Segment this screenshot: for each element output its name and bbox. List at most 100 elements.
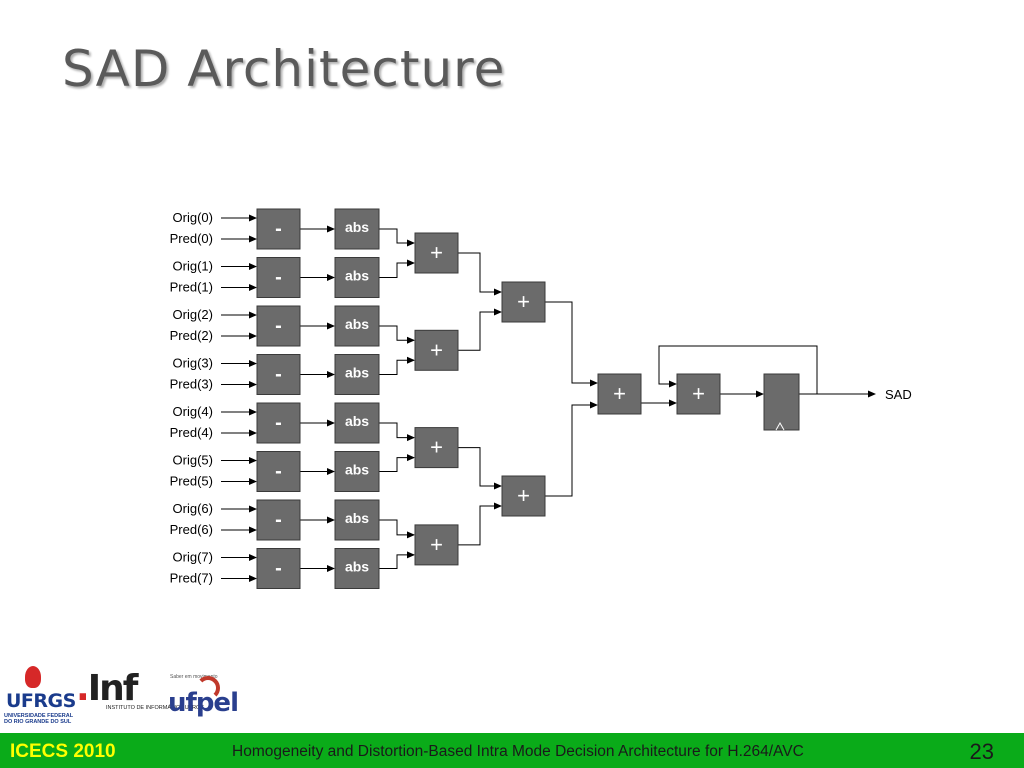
pred-input-label: Pred(4): [170, 425, 213, 440]
abs-block: [334, 208, 380, 250]
page-number: 23: [969, 739, 994, 764]
adder-level3-label: +: [613, 381, 626, 406]
subtractor-label: -: [275, 267, 282, 289]
institution-logos: UFRGS UNIVERSIDADE FEDERAL DO RIO GRANDE…: [0, 660, 240, 730]
pred-input-label: Pred(5): [170, 474, 213, 489]
adder-level1-block: [414, 427, 459, 469]
subtractor-block: [256, 208, 301, 250]
abs-to-adder-arrow: [379, 454, 415, 472]
abs-to-adder-arrow: [379, 519, 415, 539]
paper-title: Homogeneity and Distortion-Based Intra M…: [232, 743, 804, 760]
subtractor-block: [256, 354, 301, 395]
blocks: [256, 208, 800, 589]
abs-block: [334, 257, 380, 298]
ufrgs-subtitle: UNIVERSIDADE FEDERAL DO RIO GRANDE DO SU…: [4, 713, 73, 725]
adder-level3-block: [597, 373, 642, 415]
accumulator-adder-label: +: [692, 381, 705, 406]
abs-label: abs: [345, 559, 369, 575]
adder-to-adder-arrow: [545, 301, 598, 387]
adder-to-adder-arrow: [545, 401, 598, 497]
abs-to-adder-arrow: [379, 422, 415, 442]
abs-to-adder-arrow: [379, 325, 415, 344]
adder-level1-block: [414, 329, 459, 371]
clock-input-icon: [775, 421, 785, 431]
ufrgs-flame-icon: [25, 666, 41, 688]
adder-level2-block: [501, 281, 546, 323]
adder-level2-label: +: [517, 483, 530, 508]
subtractor-label: -: [275, 315, 282, 337]
orig-input-label: Orig(3): [173, 356, 213, 371]
orig-input-label: Orig(0): [173, 210, 213, 225]
orig-input-label: Orig(1): [173, 259, 213, 274]
labels: Orig(0)Pred(0)-absOrig(1)Pred(1)-absOrig…: [170, 210, 912, 586]
adder-to-adder-arrow: [458, 252, 502, 296]
sad-architecture-diagram: Orig(0)Pred(0)-absOrig(1)Pred(1)-absOrig…: [170, 208, 912, 589]
abs-label: abs: [345, 316, 369, 332]
abs-block: [334, 305, 380, 347]
abs-to-adder-arrow: [379, 259, 415, 278]
orig-input-label: Orig(5): [173, 453, 213, 468]
pred-input-label: Pred(6): [170, 522, 213, 537]
subtractor-label: -: [275, 364, 282, 386]
adder-to-adder-arrow: [458, 308, 502, 351]
slide-title: SAD Architecture: [62, 40, 506, 98]
adder-level1-label: +: [430, 532, 443, 557]
ufpel-swirl-icon: [196, 676, 220, 700]
orig-input-label: Orig(7): [173, 550, 213, 565]
abs-block: [334, 548, 380, 589]
orig-input-label: Orig(6): [173, 501, 213, 516]
pred-input-label: Pred(1): [170, 280, 213, 295]
ufpel-logo: ufpel: [168, 688, 239, 718]
abs-label: abs: [345, 268, 369, 284]
orig-input-label: Orig(2): [173, 307, 213, 322]
abs-to-adder-arrow: [379, 551, 415, 569]
abs-to-adder-arrow: [379, 228, 415, 247]
pred-input-label: Pred(3): [170, 377, 213, 392]
ufrgs-logo: UFRGS: [6, 690, 76, 712]
adder-level1-label: +: [430, 435, 443, 460]
adder-to-adder-arrow: [458, 502, 502, 546]
abs-block: [334, 499, 380, 541]
abs-label: abs: [345, 510, 369, 526]
register-block: [763, 373, 800, 431]
abs-to-adder-arrow: [379, 356, 415, 375]
adder-level1-block: [414, 524, 459, 566]
subtractor-block: [256, 499, 301, 541]
subtractor-block: [256, 402, 301, 444]
sad-output-label: SAD: [885, 387, 912, 402]
subtractor-block: [256, 257, 301, 298]
subtractor-label: -: [275, 412, 282, 434]
subtractor-label: -: [275, 509, 282, 531]
accumulator-adder-block: [676, 373, 721, 415]
abs-block: [334, 354, 380, 395]
adder-to-adder-arrow: [458, 447, 502, 490]
abs-block: [334, 451, 380, 492]
inf-logo-text: Inf: [87, 668, 139, 709]
abs-label: abs: [345, 365, 369, 381]
orig-input-label: Orig(4): [173, 404, 213, 419]
abs-label: abs: [345, 219, 369, 235]
adder-level1-label: +: [430, 337, 443, 362]
subtractor-block: [256, 451, 301, 492]
conference-name: ICECS 2010: [10, 741, 116, 762]
abs-label: abs: [345, 462, 369, 478]
pred-input-label: Pred(7): [170, 571, 213, 586]
pred-input-label: Pred(2): [170, 328, 213, 343]
abs-block: [334, 402, 380, 444]
adder-level2-block: [501, 475, 546, 517]
subtractor-label: -: [275, 461, 282, 483]
subtractor-block: [256, 305, 301, 347]
adder-level2-label: +: [517, 289, 530, 314]
ufpel-tagline: Saber em movimento: [170, 674, 218, 680]
subtractor-block: [256, 548, 301, 589]
adder-level1-label: +: [430, 240, 443, 265]
subtractor-label: -: [275, 218, 282, 240]
feedback-arrow: [658, 345, 818, 394]
abs-label: abs: [345, 413, 369, 429]
pred-input-label: Pred(0): [170, 231, 213, 246]
inf-logo: .Inf: [76, 668, 139, 709]
inf-subtitle: INSTITUTO DE INFORMÁTICA UFRGS: [106, 705, 204, 711]
wires: [221, 214, 876, 582]
subtractor-label: -: [275, 558, 282, 580]
adder-level1-block: [414, 232, 459, 274]
